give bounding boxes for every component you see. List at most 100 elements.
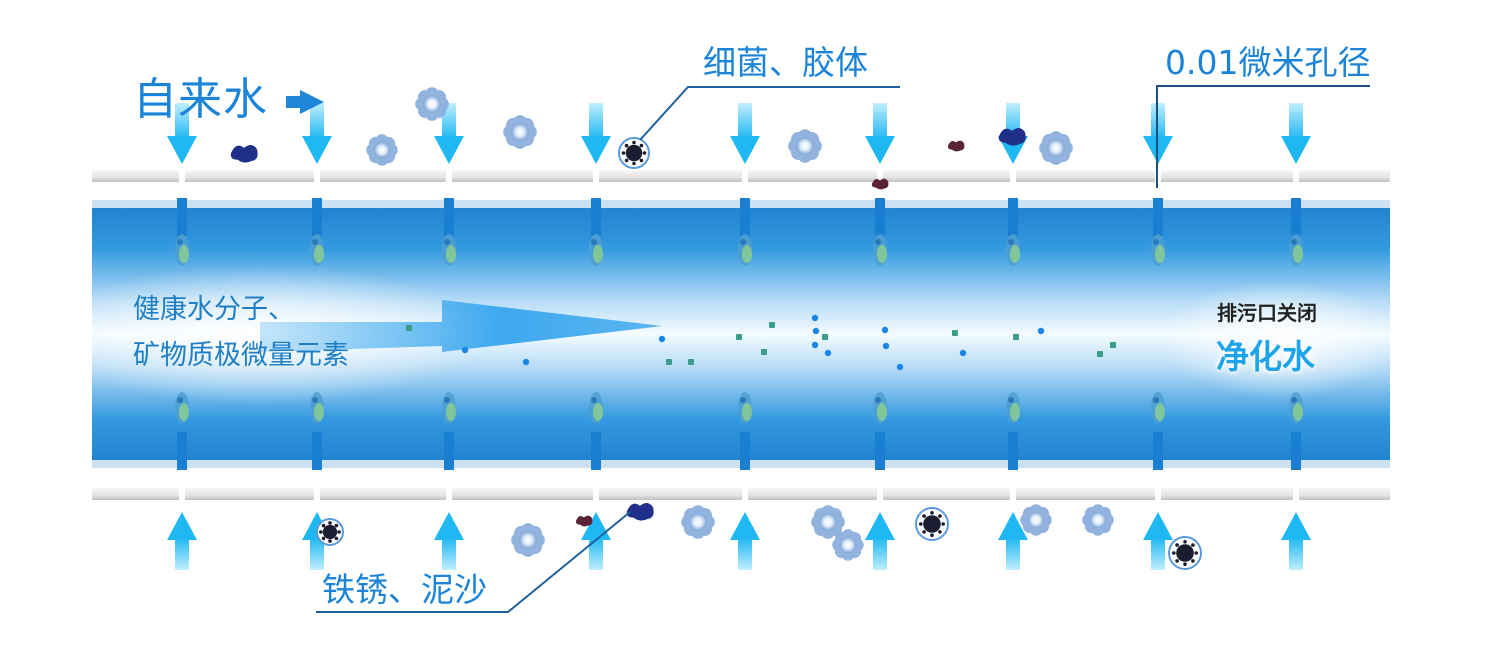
mineral-icon — [589, 392, 603, 424]
label-pore-size: 0.01微米孔径 — [1165, 43, 1371, 82]
pore-channel — [1153, 198, 1163, 236]
wall-gap — [446, 168, 452, 184]
bacteria-icon — [1168, 536, 1202, 570]
mineral-square — [406, 325, 412, 331]
pore-channel — [177, 198, 187, 236]
arrow-up-icon — [865, 512, 895, 570]
colloid-icon — [1039, 131, 1073, 165]
pore-channel — [312, 198, 322, 236]
wall-gap — [179, 486, 185, 502]
colloid-icon — [415, 87, 449, 121]
callout-line-bacteria — [639, 86, 900, 141]
colloid-icon — [366, 134, 398, 166]
colloid-icon — [681, 505, 715, 539]
colloid-icon — [832, 529, 864, 561]
mineral-dot — [896, 363, 904, 371]
pore-channel — [444, 198, 454, 236]
arrow-down-icon — [865, 103, 895, 164]
wall-gap — [593, 486, 599, 502]
mineral-dot — [882, 342, 890, 350]
glow-right — [1160, 280, 1400, 400]
colloid-icon — [503, 115, 537, 149]
pore-channel — [740, 198, 750, 236]
bacteria-icon — [618, 137, 650, 169]
label-healthy-water: 健康水分子、 — [133, 294, 295, 325]
bacteria-icon — [316, 518, 344, 546]
rust-particle-icon — [230, 144, 258, 163]
mineral-dot — [461, 346, 469, 354]
colloid-icon — [788, 129, 822, 163]
arrow-down-icon — [302, 103, 332, 164]
rust-particle-icon — [626, 502, 654, 521]
mineral-icon — [442, 234, 456, 266]
wall-gap — [742, 486, 748, 502]
arrow-down-icon — [1281, 103, 1311, 164]
mineral-icon — [873, 392, 887, 424]
wall-gap — [1010, 168, 1016, 184]
wall-gap — [877, 486, 883, 502]
arrow-up-icon — [1143, 512, 1173, 570]
callout-line-rust — [316, 511, 631, 613]
mineral-square — [666, 359, 672, 365]
mineral-square — [736, 334, 742, 340]
pores-group — [177, 168, 1301, 502]
pore-channel — [875, 432, 885, 470]
mineral-icon — [738, 234, 752, 266]
label-minerals: 矿物质极微量元素 — [133, 340, 349, 371]
arrow-down-icon — [581, 103, 611, 164]
mineral-icon — [873, 234, 887, 266]
mineral-dot — [812, 327, 820, 335]
pore-channel — [1291, 432, 1301, 470]
pore-channel — [1153, 432, 1163, 470]
label-drain-closed: 排污口关闭 — [1217, 301, 1317, 325]
mineral-square — [761, 349, 767, 355]
wall-gap — [1155, 486, 1161, 502]
flow-arrow-icon — [260, 300, 662, 352]
label-rust-sediment: 铁锈、泥沙 — [322, 570, 487, 609]
arrow-up-icon — [1281, 512, 1311, 570]
wall-gap — [1293, 486, 1299, 502]
wall-gap — [593, 168, 599, 184]
mineral-dot — [1037, 327, 1045, 335]
mineral-dot — [522, 358, 530, 366]
mineral-square — [952, 330, 958, 336]
mineral-dot — [658, 335, 666, 343]
mineral-icon — [1289, 234, 1303, 266]
rust-particle-icon — [575, 515, 593, 527]
label-tap-water: 自来水 — [133, 74, 268, 125]
pore-channel — [875, 198, 885, 236]
mineral-square — [769, 322, 775, 328]
wall-gap — [446, 486, 452, 502]
mineral-square — [1013, 334, 1019, 340]
colloid-icon — [1020, 504, 1052, 536]
water-arrows-group — [167, 103, 1311, 570]
membrane-wall-bottom — [92, 488, 1390, 500]
wall-gap — [1293, 168, 1299, 184]
mineral-icon — [442, 392, 456, 424]
arrow-up-icon — [730, 512, 760, 570]
pore-channel — [740, 432, 750, 470]
mineral-square — [822, 334, 828, 340]
mineral-square — [1110, 342, 1116, 348]
mineral-icon — [738, 392, 752, 424]
callout-line-pore — [1156, 85, 1370, 188]
wall-gap — [314, 486, 320, 502]
pore-channel — [312, 432, 322, 470]
mineral-icon — [310, 392, 324, 424]
arrow-down-icon — [730, 103, 760, 164]
mineral-dot — [811, 314, 819, 322]
colloid-icon — [811, 505, 845, 539]
mineral-icon — [175, 392, 189, 424]
label-purified-water: 净化水 — [1216, 337, 1315, 376]
mineral-dot — [959, 349, 967, 357]
arrow-up-icon — [167, 512, 197, 570]
bacteria-icon — [915, 507, 949, 541]
membrane-wall-top — [92, 170, 1390, 182]
minerals-group — [175, 234, 1303, 424]
colloid-icon — [1082, 504, 1114, 536]
label-bacteria-colloids: 细菌、胶体 — [703, 43, 868, 82]
mineral-icon — [1006, 392, 1020, 424]
mineral-dot — [824, 349, 832, 357]
wall-gap — [1010, 486, 1016, 502]
